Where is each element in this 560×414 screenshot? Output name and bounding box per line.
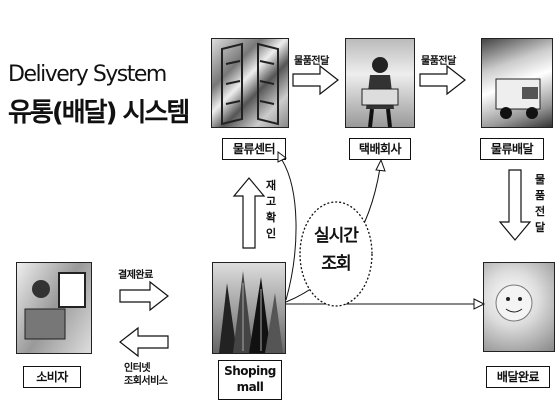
- stock-check-char-3: 확: [264, 210, 278, 226]
- item-transfer-char-1: 물: [533, 172, 547, 188]
- stock-check-char-4: 인: [264, 226, 278, 242]
- realtime-text-line1: 실시간: [300, 222, 372, 250]
- stock-check-char-2: 고: [264, 194, 278, 210]
- internet-service-label: 인터넷 조회서비스: [124, 362, 168, 388]
- realtime-text: 실시간 조회: [300, 222, 372, 278]
- stock-check-char-1: 재: [264, 178, 278, 194]
- item-transfer-char-4: 달: [533, 220, 547, 236]
- payment-label: 결제완료: [118, 266, 153, 281]
- mall-to-complete-head: [474, 299, 484, 309]
- transfer-label-1: 물품전달: [294, 52, 329, 67]
- stock-check-arrow: [234, 178, 264, 248]
- transfer-arrow-1: [293, 66, 338, 94]
- stock-check-label: 재 고 확 인: [264, 178, 278, 242]
- payment-arrow: [120, 282, 168, 310]
- realtime-text-line2: 조회: [300, 250, 372, 278]
- internet-label-line2: 조회서비스: [124, 375, 168, 388]
- item-transfer-vertical-label: 물 품 전 달: [533, 172, 547, 236]
- mall-to-logistics-head: [278, 152, 286, 162]
- mall-to-logistics-curve: [282, 160, 296, 300]
- mall-to-courier-head: [376, 160, 385, 171]
- internet-arrow: [120, 328, 168, 356]
- item-transfer-char-2: 품: [533, 188, 547, 204]
- transfer-arrow-2: [420, 66, 465, 94]
- transfer-label-2: 물품전달: [421, 52, 456, 67]
- item-transfer-char-3: 전: [533, 204, 547, 220]
- delivery-down-arrow: [500, 170, 530, 240]
- internet-label-line1: 인터넷: [124, 362, 168, 375]
